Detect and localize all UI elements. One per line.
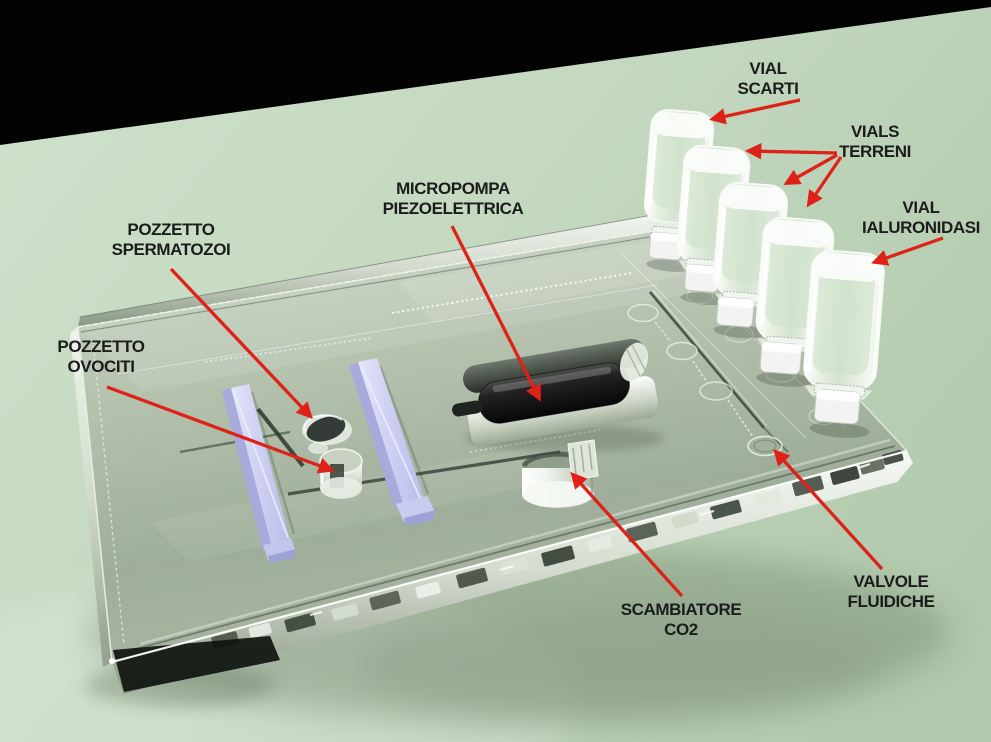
label-line: MICROPOMPA bbox=[396, 179, 510, 198]
label-vial-scarti: VIAL SCARTI bbox=[738, 59, 799, 99]
label-line: POZZETTO bbox=[57, 337, 145, 356]
label-pozzetto-spermatozoi: POZZETTO SPERMATOZOI bbox=[112, 220, 231, 260]
label-line: CO2 bbox=[664, 620, 698, 639]
label-line: SCARTI bbox=[737, 79, 799, 98]
label-line: VIAL bbox=[902, 198, 940, 217]
backdrop bbox=[0, 0, 991, 145]
label-line: SCAMBIATORE bbox=[620, 600, 742, 619]
label-pozzetto-ovociti: POZZETTO OVOCITI bbox=[57, 337, 145, 377]
vial-terreni-2 bbox=[713, 181, 788, 339]
label-line: OVOCITI bbox=[67, 357, 135, 376]
label-line: PIEZOELETTRICA bbox=[382, 199, 524, 218]
label-line: VIAL bbox=[749, 59, 787, 78]
label-micropompa: MICROPOMPA PIEZOELETTRICA bbox=[383, 179, 524, 219]
guide-rail-right bbox=[349, 358, 436, 526]
label-line: VIALS bbox=[850, 122, 900, 141]
pump-nozzle bbox=[452, 400, 483, 417]
vial-ialuronidasi bbox=[803, 249, 885, 438]
label-line: SPERMATOZOI bbox=[111, 240, 231, 259]
valve-port-target bbox=[747, 435, 783, 457]
label-vials-terreni: VIALS TERRENI bbox=[839, 122, 911, 162]
label-line: TERRENI bbox=[839, 142, 911, 161]
label-line: IALURONIDASI bbox=[862, 218, 980, 237]
label-scambiatore-co2: SCAMBIATORE CO2 bbox=[621, 600, 742, 640]
label-line: FLUIDICHE bbox=[847, 592, 935, 611]
label-line: VALVOLE bbox=[853, 572, 929, 591]
micropump bbox=[452, 338, 665, 452]
label-line: POZZETTO bbox=[127, 220, 215, 239]
label-vial-ialuronidasi: VIAL IALURONIDASI bbox=[862, 198, 980, 238]
label-valvole-fluidiche: VALVOLE FLUIDICHE bbox=[847, 572, 934, 612]
